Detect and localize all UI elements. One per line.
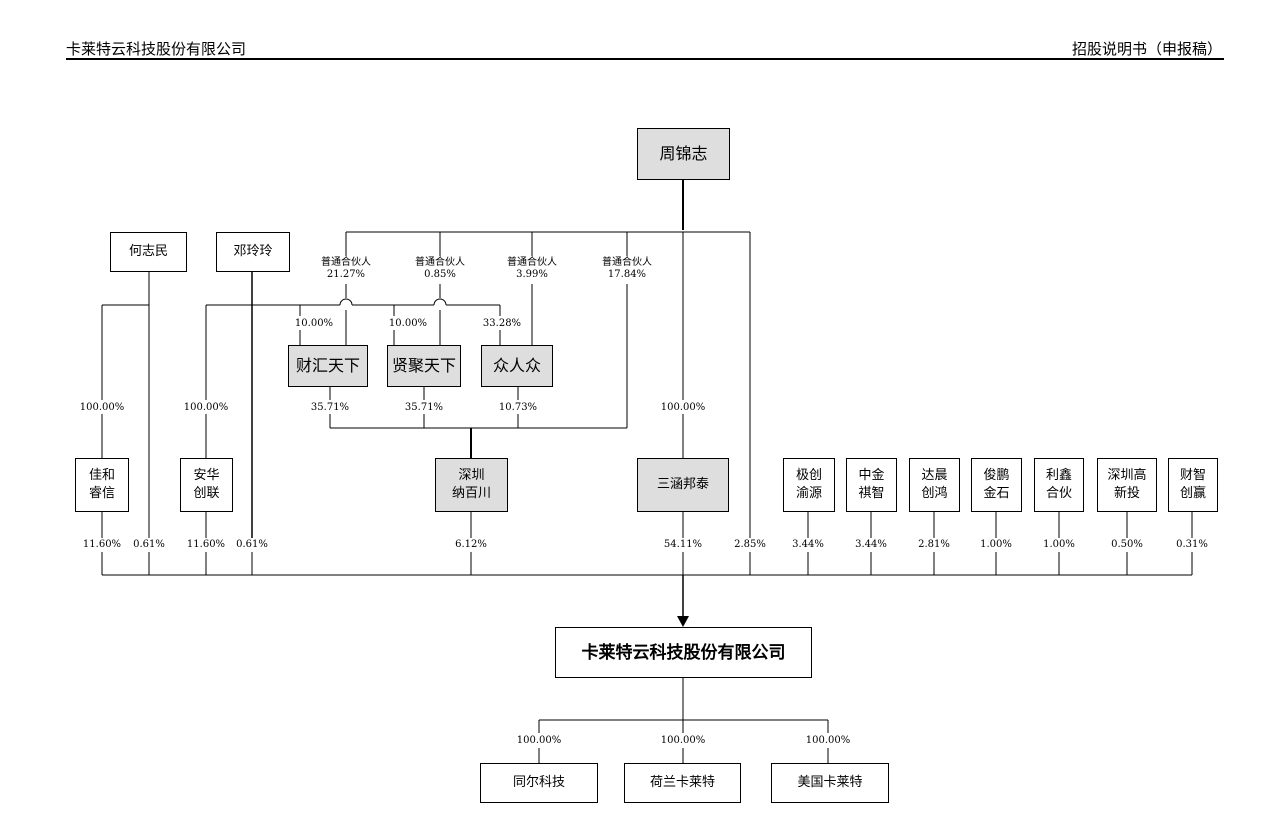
subsidiary-netherlands: 荷兰卡莱特: [624, 763, 741, 803]
sub-pct-tonger: 100.00%: [516, 735, 562, 746]
stake-he: 0.61%: [133, 539, 165, 550]
stake-sanhan: 54.11%: [663, 539, 703, 550]
shareholder-junpeng-jinshi: 俊鹏 金石: [971, 458, 1022, 512]
stake-gaoxin: 0.50%: [1111, 539, 1143, 550]
partnership-caihui-tianxia: 财汇天下: [288, 345, 368, 387]
pct-zhongren-baichuan: 10.73%: [498, 402, 538, 413]
partnership-zhongrenzhong: 众人众: [481, 345, 553, 387]
pct-caihui-baichuan: 35.71%: [310, 402, 350, 413]
gp-pct-baichuan: 普通合伙人 17.84%: [602, 257, 652, 280]
stake-zhongjin: 3.44%: [855, 539, 887, 550]
stake-anhua: 11.60%: [186, 539, 226, 550]
pct-deng-zhongren: 33.28%: [482, 318, 522, 329]
shareholder-dachen-chuanghong: 达晨 创鸿: [909, 458, 960, 512]
stake-dachen: 2.81%: [918, 539, 950, 550]
shareholder-shenzhen-gaoxintou: 深圳高 新投: [1097, 458, 1157, 512]
entity-sanhan-bangtai: 三涵邦泰: [637, 458, 729, 512]
shareholder-zhongjin-qizhi: 中金 祺智: [846, 458, 897, 512]
gp-pct-xianju: 普通合伙人 0.85%: [415, 257, 465, 280]
stake-jichuang: 3.44%: [792, 539, 824, 550]
subsidiary-usa: 美国卡莱特: [771, 763, 889, 803]
header-left-title: 卡莱特云科技股份有限公司: [66, 40, 247, 58]
shareholder-caizhi-chuangying: 财智 创赢: [1168, 458, 1218, 512]
shareholder-jichuang-yuyuan: 极创 渝源: [783, 458, 835, 512]
stake-caizhi: 0.31%: [1176, 539, 1208, 550]
stake-zhou: 2.85%: [734, 539, 766, 550]
shareholder-deng-lingling: 邓玲玲: [216, 232, 290, 272]
sub-pct-usa: 100.00%: [805, 735, 851, 746]
shareholder-zhou-jinzhi: 周锦志: [637, 128, 730, 180]
sub-pct-netherlands: 100.00%: [660, 735, 706, 746]
pct-he-jiahe: 100.00%: [79, 402, 125, 413]
pct-zhou-sanhan: 100.00%: [660, 402, 706, 413]
entity-anhua-chuanglian: 安华 创联: [180, 458, 233, 512]
header-right-title: 招股说明书（申报稿）: [1071, 40, 1222, 58]
partnership-xianju-tianxia: 贤聚天下: [387, 345, 461, 387]
pct-deng-xianju: 10.00%: [388, 318, 428, 329]
gp-pct-zhongren: 普通合伙人 3.99%: [507, 257, 557, 280]
shareholder-lixin-hehuo: 利鑫 合伙: [1034, 458, 1084, 512]
stake-junpeng: 1.00%: [980, 539, 1012, 550]
stake-jiahe: 11.60%: [82, 539, 122, 550]
pct-xianju-baichuan: 35.71%: [404, 402, 444, 413]
header-rule: [66, 58, 1224, 60]
entity-shenzhen-nabaichuan: 深圳 纳百川: [435, 458, 508, 512]
stake-baichuan: 6.12%: [455, 539, 487, 550]
subsidiary-tonger-keji: 同尔科技: [480, 763, 598, 803]
pct-deng-anhua: 100.00%: [183, 402, 229, 413]
shareholder-he-zhimin: 何志民: [110, 232, 187, 272]
pct-deng-caihui: 10.00%: [294, 318, 334, 329]
gp-pct-caihui: 普通合伙人 21.27%: [321, 257, 371, 280]
stake-deng: 0.61%: [236, 539, 268, 550]
issuer-company: 卡莱特云科技股份有限公司: [555, 627, 812, 678]
stake-lixin: 1.00%: [1043, 539, 1075, 550]
entity-jiahe-ruixin: 佳和 睿信: [75, 458, 129, 512]
